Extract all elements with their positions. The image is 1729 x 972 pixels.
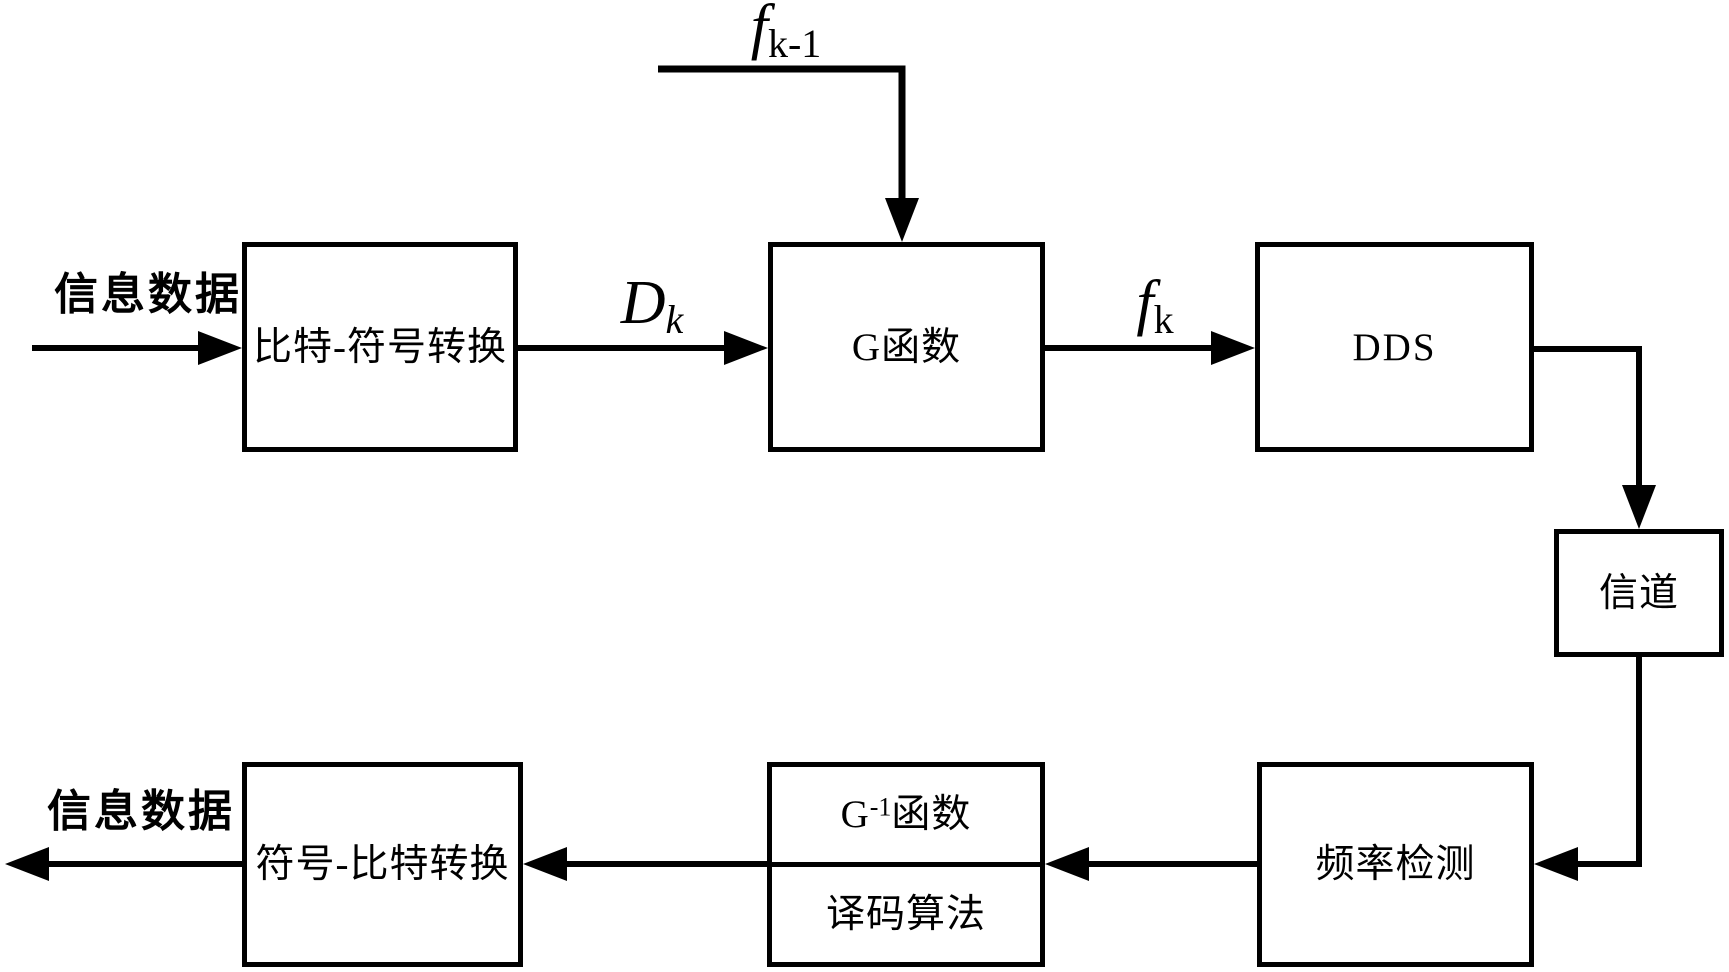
block-g-inverse-cell: G-1函数: [772, 767, 1040, 867]
arrow-g-to-dds: [1045, 331, 1255, 365]
block-symbol-to-bit-label: 符号-比特转换: [255, 843, 510, 886]
arrow-freq-to-ginv: [1045, 847, 1257, 881]
output-data-label: 信息数据: [47, 787, 235, 836]
block-channel-label: 信道: [1598, 571, 1679, 615]
block-dds-label: DDS: [1352, 325, 1437, 369]
arrow-input: [32, 331, 242, 365]
arrow-channel-to-freq: [1534, 657, 1642, 881]
block-bit-to-symbol: 比特-符号转换: [242, 242, 518, 452]
arrow-bit-to-g: [518, 331, 768, 365]
fk-signal-label: fk: [1136, 269, 1174, 342]
block-decode-algorithm-label: 译码算法: [825, 893, 986, 936]
block-g-function: G函数: [768, 242, 1045, 452]
fk-prev-signal-label: fk-1: [750, 0, 822, 66]
block-g-inverse-decoder: G-1函数 译码算法: [767, 762, 1045, 967]
dk-signal-label: Dk: [620, 269, 684, 342]
block-freq-detection-label: 频率检测: [1315, 843, 1476, 886]
block-symbol-to-bit: 符号-比特转换: [242, 762, 523, 967]
arrow-dds-to-channel: [1534, 346, 1656, 529]
block-channel: 信道: [1554, 529, 1724, 657]
block-g-function-label: G函数: [851, 325, 962, 369]
block-decode-algorithm-cell: 译码算法: [772, 867, 1040, 962]
arrow-ginv-to-symbol: [523, 847, 767, 881]
block-freq-detection: 频率检测: [1257, 762, 1534, 967]
arrow-output: [5, 847, 242, 881]
arrow-fk-prev: [658, 65, 919, 242]
block-g-inverse-label: G-1函数: [840, 792, 972, 836]
block-dds: DDS: [1255, 242, 1534, 452]
block-bit-to-symbol-label: 比特-符号转换: [253, 325, 507, 369]
input-data-label: 信息数据: [54, 270, 242, 319]
